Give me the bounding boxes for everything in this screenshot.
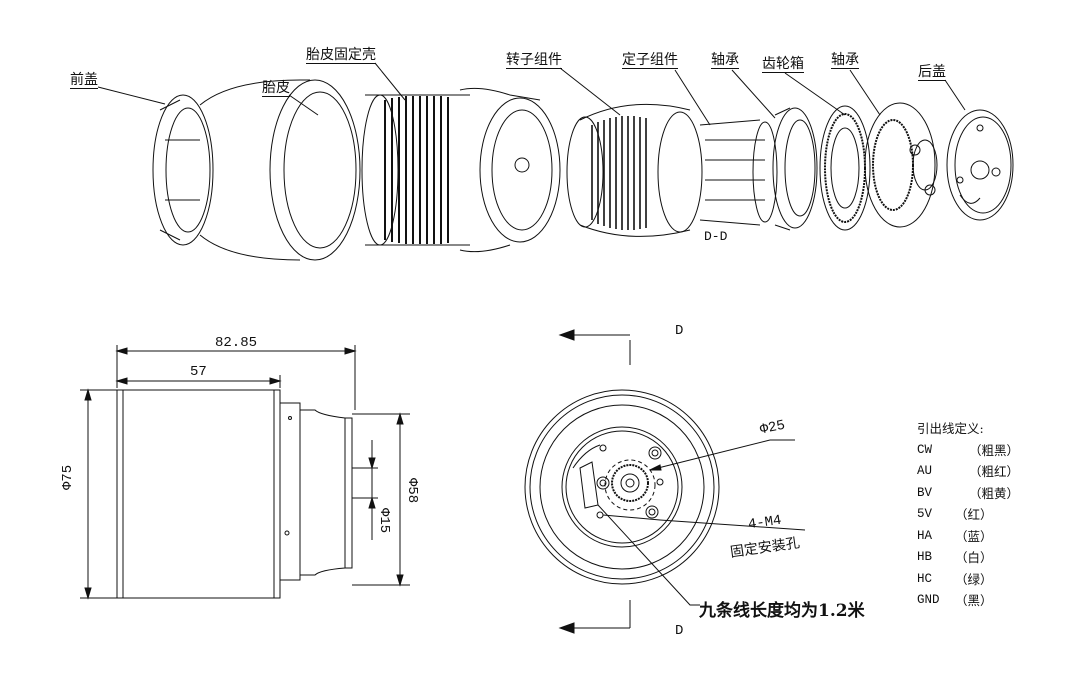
- legend-code: HB: [917, 550, 933, 564]
- label-bearing-2: 轴承: [831, 52, 859, 69]
- legend-row: AU （粗红）: [917, 461, 1019, 483]
- tire: [199, 79, 361, 261]
- label-rear-cover: 后盖: [918, 64, 946, 81]
- front-view: [524, 329, 806, 634]
- legend-row: GND （黑）: [917, 590, 1019, 612]
- label-front-cover: 前盖: [70, 72, 98, 89]
- legend-row: CW （粗黑）: [917, 440, 1019, 462]
- dim-tire-diameter: Φ75: [60, 464, 76, 490]
- dim-overall-length: 82.85: [215, 335, 258, 351]
- legend-color: （粗红）: [969, 464, 1020, 479]
- legend-row: HB （白）: [917, 547, 1019, 569]
- leader-lines: [97, 62, 966, 126]
- legend-row: 5V （红）: [917, 504, 1019, 526]
- bearing-2: [864, 102, 938, 228]
- legend-code: BV: [917, 485, 933, 500]
- section-label: D-D: [704, 229, 728, 244]
- legend-row: BV （粗黄）: [917, 483, 1019, 505]
- bearing-1: [772, 107, 818, 231]
- tire-shell: [361, 87, 561, 253]
- legend-color: （蓝）: [955, 528, 993, 544]
- legend-color: （绿）: [955, 571, 993, 587]
- label-bearing-1: 轴承: [711, 52, 739, 69]
- label-tire: 胎皮: [262, 80, 290, 97]
- legend-color: （红）: [955, 507, 993, 522]
- wire-length-note: 九条线长度均为1.2米: [699, 601, 865, 621]
- section-mark-bottom: D: [675, 623, 684, 639]
- rotor: [566, 103, 703, 237]
- legend-color: （粗黑）: [969, 442, 1020, 458]
- label-gearbox: 齿轮箱: [762, 56, 804, 73]
- section-mark-top: D: [675, 323, 684, 339]
- legend-color: （黑）: [955, 593, 993, 608]
- dim-shell-diameter: Φ58: [404, 478, 420, 504]
- legend-code: CW: [917, 442, 933, 457]
- legend-code: AU: [917, 464, 933, 478]
- legend-row: HC （绿）: [917, 569, 1019, 591]
- label-tire-shell: 胎皮固定壳: [306, 47, 376, 64]
- label-rotor: 转子组件: [506, 52, 562, 69]
- legend-color: （粗黄）: [969, 485, 1020, 501]
- legend-row: HA （蓝）: [917, 526, 1019, 548]
- legend-code: HA: [917, 528, 933, 543]
- dim-tire-length: 57: [190, 364, 207, 380]
- wire-legend: 引出线定义: CW（粗黑） AU（粗红） BV（粗黄） 5V（红） HA（蓝） …: [917, 418, 1019, 612]
- stator: [699, 119, 778, 226]
- rear-cover: [946, 109, 1014, 221]
- legend-title: 引出线定义:: [917, 421, 984, 436]
- legend-code: GND: [917, 593, 940, 607]
- legend-color: （白）: [955, 550, 993, 565]
- legend-code: HC: [917, 571, 933, 586]
- legend-code: 5V: [917, 507, 933, 521]
- dim-shaft-diameter: Φ15: [376, 508, 392, 534]
- side-view: [80, 345, 410, 600]
- label-stator: 定子组件: [622, 52, 678, 69]
- front-cover: [152, 94, 214, 246]
- gearbox: [819, 105, 871, 231]
